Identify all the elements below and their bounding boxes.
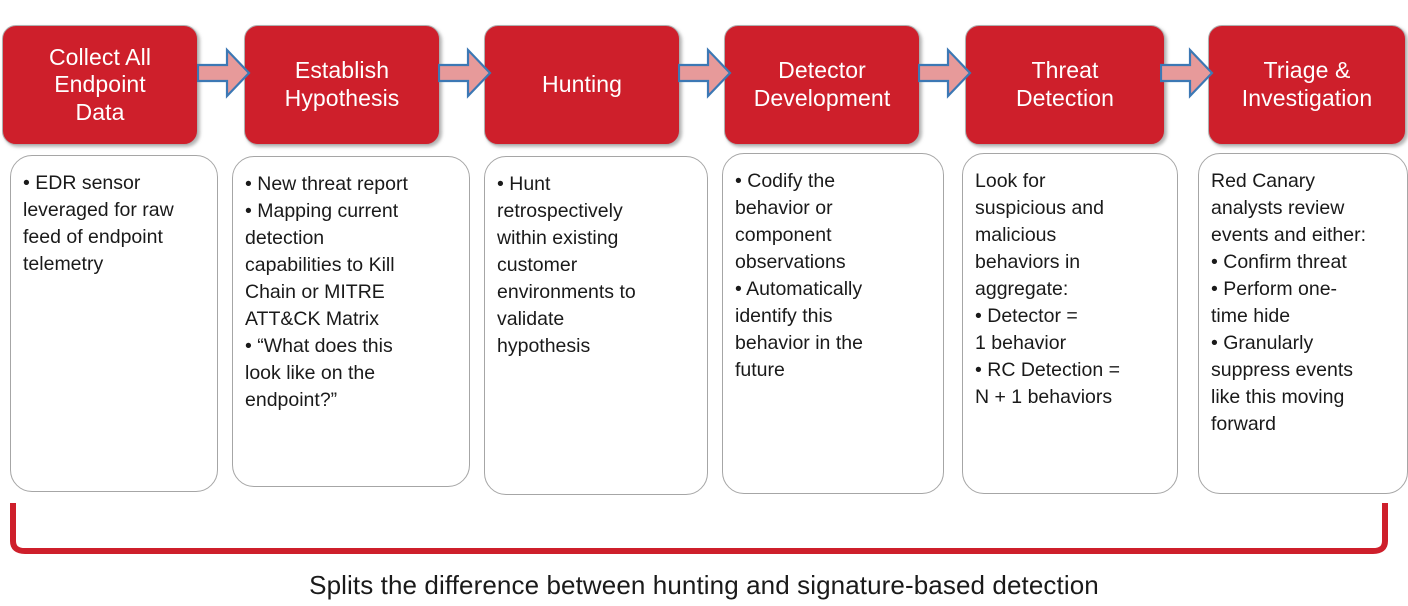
detail-box-hunting: • Hunt retrospectively within existing c… [484,156,708,495]
stage-title: Establish Hypothesis [284,57,400,111]
arrow-right-icon-2 [438,47,492,99]
summary-caption: Splits the difference between hunting an… [309,570,1099,600]
stage-title: Collect All Endpoint Data [48,43,152,125]
detail-box-triage-and-investigation: Red Canary analysts review events and ei… [1198,153,1408,494]
arrow-right-icon-4 [918,47,972,99]
detail-text: Red Canary analysts review events and ei… [1211,170,1367,435]
detail-box-threat-detection: Look for suspicious and malicious behavi… [962,153,1178,494]
stage-title: Threat Detection [1015,57,1115,111]
stage-title: Triage & Investigation [1241,57,1373,111]
stage-title: Detector Development [753,57,891,111]
arrow-right-icon-1 [197,47,251,99]
detail-box-establish-hypothesis: • New threat report • Mapping current de… [232,156,470,487]
detail-text: • EDR sensor leveraged for raw feed of e… [23,172,174,275]
stage-box-collect-all-endpoint-data[interactable]: Collect All Endpoint Data [2,25,198,145]
detail-box-detector-development: • Codify the behavior or component obser… [722,153,944,494]
arrow-right-icon-5 [1160,47,1214,99]
detail-text: Look for suspicious and malicious behavi… [975,170,1121,408]
detail-text: • Codify the behavior or component obser… [735,170,863,381]
detail-text: • Hunt retrospectively within existing c… [497,173,636,357]
stage-box-threat-detection[interactable]: Threat Detection [965,25,1165,145]
stage-box-detector-development[interactable]: Detector Development [724,25,920,145]
arrow-right-icon-3 [678,47,732,99]
stage-title: Hunting [542,71,622,98]
detail-box-collect-all-endpoint-data: • EDR sensor leveraged for raw feed of e… [10,155,218,492]
stage-box-triage-and-investigation[interactable]: Triage & Investigation [1208,25,1406,145]
stage-box-establish-hypothesis[interactable]: Establish Hypothesis [244,25,440,145]
stage-box-hunting[interactable]: Hunting [484,25,680,145]
detail-text: • New threat report • Mapping current de… [245,173,408,411]
summary-bracket [10,503,1388,554]
